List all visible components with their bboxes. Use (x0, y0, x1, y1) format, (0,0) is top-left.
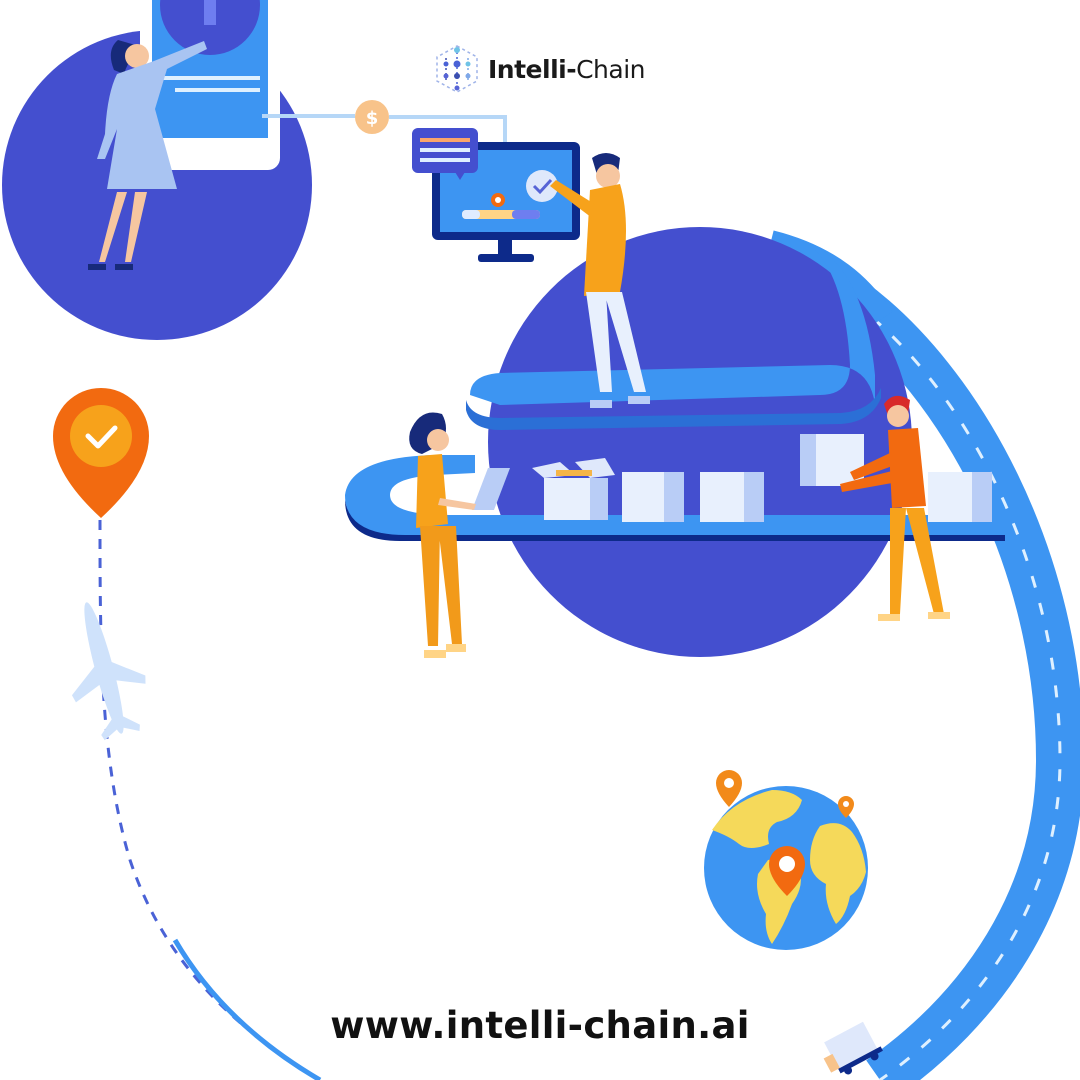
airplane-icon (71, 602, 146, 741)
brand-logo: Intelli-Chain (432, 44, 646, 94)
cardboard-box-icon (700, 472, 764, 522)
man-carrying-box-figure (840, 395, 950, 621)
delivery-truck-icon (823, 1021, 883, 1075)
brand-name-bold: Intelli- (488, 54, 577, 84)
woman-with-laptop-figure (409, 412, 510, 658)
smartphone-icon (140, 0, 280, 170)
cardboard-box-icon (532, 458, 615, 520)
location-pin-icon (769, 846, 805, 896)
location-pin-check-icon (53, 388, 149, 518)
svg-text:$: $ (366, 108, 379, 129)
cardboard-box-icon (622, 472, 684, 522)
chat-bubble-icon (412, 128, 478, 180)
mobile-ordering-scene (2, 0, 355, 340)
woman-figure (88, 40, 207, 270)
globe-map-icon (704, 770, 868, 950)
location-pin-icon (838, 796, 854, 818)
cardboard-boxes (532, 434, 992, 522)
dashed-route (98, 519, 322, 1080)
man-at-monitor-figure (550, 153, 650, 408)
location-pin-icon (716, 770, 742, 807)
dollar-coin-icon: $ (355, 100, 507, 148)
brand-name-light: Chain (576, 54, 646, 84)
brand-name: Intelli-Chain (488, 54, 646, 84)
hexagon-network-logo-icon (436, 45, 478, 93)
desktop-monitor-icon (412, 128, 580, 262)
website-url: www.intelli-chain.ai (330, 1004, 750, 1047)
checkmark-badge-icon (526, 170, 558, 202)
cardboard-box-icon (928, 472, 992, 522)
